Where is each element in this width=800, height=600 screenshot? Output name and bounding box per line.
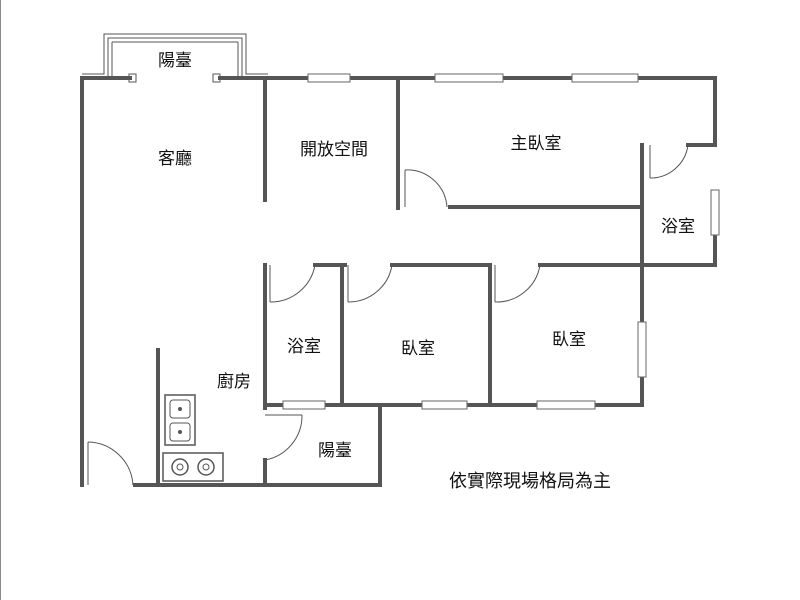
label-open-space: 開放空間 <box>300 140 368 160</box>
label-bedroom-2: 臥室 <box>552 330 586 350</box>
interior-walls <box>156 76 717 487</box>
sink-icon <box>164 394 196 446</box>
label-master-bedroom: 主臥室 <box>511 134 562 154</box>
label-master-bath: 浴室 <box>661 217 695 237</box>
label-balcony-top: 陽臺 <box>158 51 192 71</box>
window-icon <box>282 73 720 410</box>
image-left-edge <box>0 0 1 600</box>
label-kitchen: 廚房 <box>217 371 251 392</box>
door-swing-icon <box>87 144 689 486</box>
label-bedroom-1: 臥室 <box>401 339 435 359</box>
label-living-room: 客廳 <box>158 149 192 169</box>
label-balcony-bottom: 陽臺 <box>318 441 352 461</box>
label-bath: 浴室 <box>287 337 321 357</box>
layout-disclaimer-note: 依實際現場格局為主 <box>449 471 611 492</box>
stove-icon <box>162 452 224 482</box>
